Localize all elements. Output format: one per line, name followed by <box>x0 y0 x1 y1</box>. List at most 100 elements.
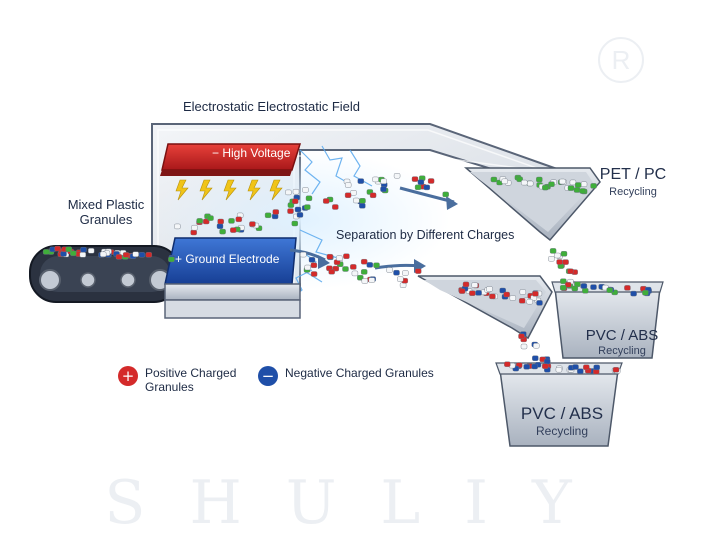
granule <box>132 251 139 257</box>
granule <box>415 268 422 274</box>
granule <box>518 333 525 339</box>
granule <box>190 229 197 236</box>
granule <box>549 248 557 254</box>
granule <box>386 267 393 273</box>
granule <box>69 250 77 257</box>
granule <box>373 262 380 268</box>
granule <box>527 180 534 187</box>
granule <box>573 187 581 193</box>
granule <box>567 185 575 191</box>
granule <box>87 248 95 254</box>
granule <box>533 343 540 349</box>
granule <box>402 270 409 276</box>
granule <box>642 290 649 296</box>
legend-positive-label: Positive Charged Granules <box>145 366 237 394</box>
granule <box>630 290 637 297</box>
granule <box>499 287 506 294</box>
granule <box>583 364 590 370</box>
granule <box>580 283 588 289</box>
granule <box>442 191 449 198</box>
granule <box>115 254 123 260</box>
granule <box>423 184 430 191</box>
legend-positive-marker: + <box>118 366 138 386</box>
granule <box>323 198 330 204</box>
granule <box>580 181 588 187</box>
granule <box>503 291 510 298</box>
granule <box>555 367 563 373</box>
granule <box>504 361 511 367</box>
granule <box>326 253 334 260</box>
granule <box>582 288 589 294</box>
granule <box>593 364 600 371</box>
output-pvc-lower-title: PVC / ABS <box>520 404 604 423</box>
granule <box>350 190 357 196</box>
granule <box>544 358 551 365</box>
granule <box>542 363 549 369</box>
granule <box>249 221 256 227</box>
granule <box>145 252 153 258</box>
granule <box>99 251 107 258</box>
plastic-granules <box>43 173 652 375</box>
granule <box>54 245 61 252</box>
granule <box>336 255 343 261</box>
granule <box>342 266 349 272</box>
granule <box>579 188 586 194</box>
granule <box>565 282 572 288</box>
ground-electrode-label: + Ground Electrode <box>175 252 280 266</box>
granule <box>310 262 318 268</box>
granule <box>486 286 493 292</box>
granule <box>359 203 366 209</box>
granule <box>427 178 435 184</box>
positive-symbol: + <box>122 367 135 385</box>
granule <box>399 282 407 288</box>
granule <box>366 262 373 268</box>
granule <box>264 212 272 219</box>
granule <box>191 224 198 231</box>
granule <box>526 299 533 305</box>
output-pvc-lower-subtitle: Recycling <box>535 424 589 438</box>
granule <box>577 368 584 374</box>
granule <box>393 173 401 179</box>
granule <box>122 252 130 258</box>
granule <box>292 198 299 205</box>
granule <box>554 252 561 259</box>
granule <box>559 178 566 185</box>
legend-negative-label: Negative Charged Granules <box>285 366 434 380</box>
granule <box>80 246 87 253</box>
granule <box>296 212 304 218</box>
granule <box>216 223 224 229</box>
granule <box>536 176 543 183</box>
granule <box>531 363 538 370</box>
granule <box>351 270 359 277</box>
granule <box>174 223 181 230</box>
granule <box>462 281 470 288</box>
granule <box>361 259 368 265</box>
granule <box>590 183 597 189</box>
granule <box>571 285 578 292</box>
granule <box>372 176 379 183</box>
granule <box>308 257 316 263</box>
granule <box>328 269 335 275</box>
granule <box>417 179 425 185</box>
granule <box>60 251 67 257</box>
granule <box>560 278 567 284</box>
granule <box>519 289 526 295</box>
ground-electrode <box>164 237 301 319</box>
granule <box>490 176 498 183</box>
output-pvc-upper-title: PVC / ABS <box>585 327 659 344</box>
granule <box>469 290 476 296</box>
granule <box>359 198 366 204</box>
granule <box>516 176 523 183</box>
granule <box>475 290 482 296</box>
granule <box>519 298 526 304</box>
output-pvc-upper-subtitle: Recycling <box>598 345 646 357</box>
lower-chute <box>417 275 553 340</box>
granule <box>285 189 292 196</box>
granule <box>344 192 352 198</box>
granule <box>168 256 175 263</box>
granule <box>606 287 613 293</box>
granule <box>569 179 577 186</box>
watermark: SHULIY <box>104 468 616 538</box>
granule <box>353 197 360 204</box>
